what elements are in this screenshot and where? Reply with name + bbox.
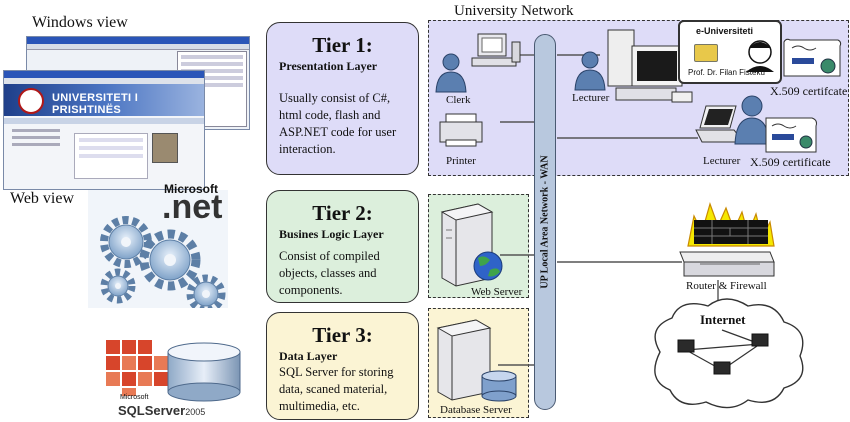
tier-1-subtitle: Presentation Layer	[279, 59, 378, 73]
tier-2-description: Consist of compiled objects, classes and…	[279, 249, 380, 297]
card-photo-icon	[746, 40, 774, 72]
tier-1-box: Tier 1: Presentation Layer Usually consi…	[266, 22, 419, 175]
lecturer-1-label: Lecturer	[572, 92, 610, 104]
router-label: Router & Firewall	[686, 280, 767, 292]
sqlserver-graphic: Microsoft SQLServer2005	[106, 330, 244, 422]
tier-3-title: Tier 3:	[312, 323, 373, 347]
database-icon	[106, 340, 241, 402]
tier-3-box: Tier 3: Data Layer SQL Server for storin…	[266, 312, 419, 420]
university-seal-icon	[18, 88, 44, 114]
tier-2-subtitle: Busines Logic Layer	[279, 227, 384, 241]
card-title: e-Universiteti	[696, 26, 754, 36]
web-view-screenshot: UNIVERSITETI I PRISHTINËS	[3, 70, 205, 190]
microsoft-label: Microsoft	[164, 182, 218, 196]
tier-3-subtitle: Data Layer	[279, 349, 338, 363]
tier-1-title: Tier 1:	[312, 33, 373, 57]
windows-view-label: Windows view	[32, 14, 128, 31]
printer-label: Printer	[446, 155, 476, 167]
web-server-label: Web Server	[471, 286, 523, 298]
sqlserver-logo: SQLServer	[118, 403, 186, 418]
network-title: University Network	[454, 3, 574, 19]
certificate-2-label: X.509 certificate	[750, 155, 831, 169]
chip-icon	[694, 44, 718, 62]
database-server-label: Database Server	[440, 404, 512, 416]
card-name: Prof. Dr. Filan Fisteku	[688, 68, 765, 77]
internet-label: Internet	[700, 312, 746, 327]
lan-backbone	[534, 34, 556, 410]
lecturer-2-label: Lecturer	[703, 155, 741, 167]
tier-2-box: Tier 2: Busines Logic Layer Consist of c…	[266, 190, 419, 303]
tier-2-title: Tier 2:	[312, 201, 373, 225]
dotnet-graphic: Microsoft .net	[88, 182, 228, 308]
university-banner: UNIVERSITETI I PRISHTINËS	[52, 92, 139, 116]
certificate-1-label: X.509 certifcate	[770, 84, 848, 98]
dotnet-logo: .net	[162, 188, 223, 226]
tier-3-description: SQL Server for storing data, scaned mate…	[279, 365, 394, 413]
tier-1-description: Usually consist of C#, html code, flash …	[279, 91, 397, 156]
sqlserver-version: 2005	[185, 407, 206, 417]
gears-icon	[88, 190, 228, 308]
id-card: e-Universiteti Prof. Dr. Filan Fisteku	[678, 20, 782, 84]
clerk-label: Clerk	[446, 94, 471, 106]
sql-microsoft-label: Microsoft	[120, 394, 149, 401]
web-view-label: Web view	[10, 190, 75, 207]
